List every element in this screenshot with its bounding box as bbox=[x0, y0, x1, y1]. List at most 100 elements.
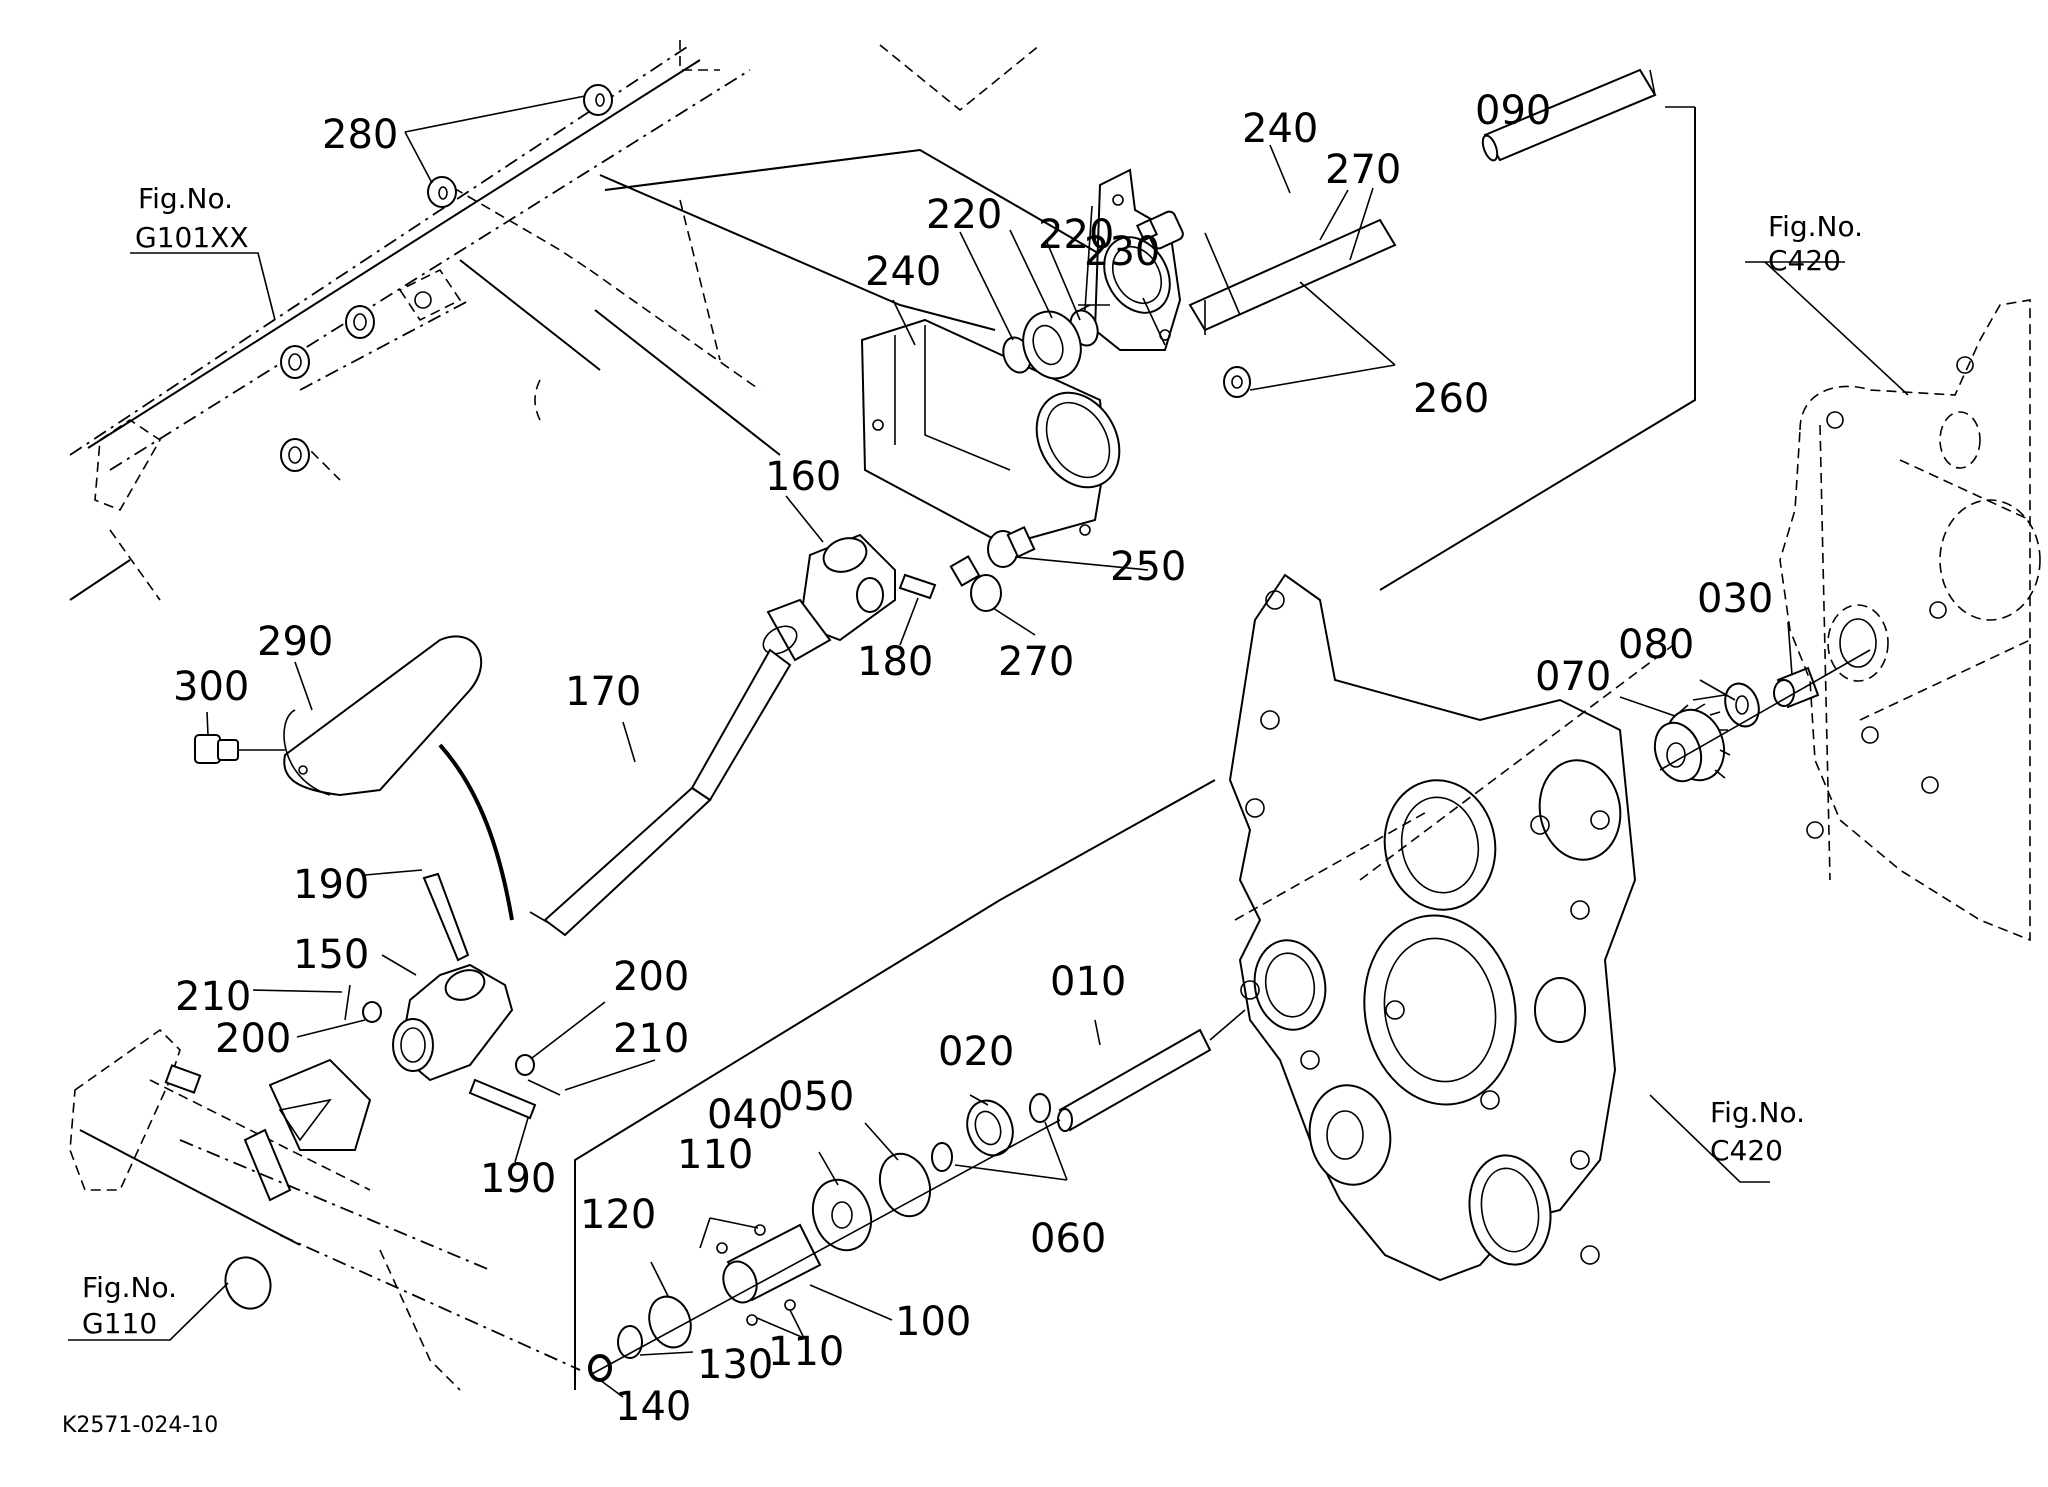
part-210-cotter-left bbox=[344, 984, 351, 1021]
callout-030[interactable]: 030 bbox=[1697, 576, 1773, 622]
fig-ref-c420-top-line2: C420 bbox=[1768, 244, 1841, 277]
callout-220-left[interactable]: 220 bbox=[926, 192, 1002, 238]
part-010-shaft bbox=[1057, 1009, 1246, 1132]
fig-ref-g101xx-line1: Fig.No. bbox=[138, 182, 233, 215]
callout-190-upper[interactable]: 190 bbox=[293, 862, 369, 908]
callout-210-left[interactable]: 210 bbox=[175, 974, 251, 1020]
callout-150[interactable]: 150 bbox=[293, 932, 369, 978]
callout-200-right[interactable]: 200 bbox=[613, 954, 689, 1000]
assembly-box bbox=[574, 106, 1696, 1390]
fig-ref-g110[interactable]: Fig.No. G110 bbox=[82, 1271, 177, 1340]
part-170-shaft bbox=[529, 648, 792, 937]
part-290-cover bbox=[283, 635, 483, 797]
fig-ref-g110-line1: Fig.No. bbox=[82, 1271, 177, 1304]
assembly-axis-lower bbox=[589, 1119, 1061, 1376]
leader-lines bbox=[206, 144, 1909, 1398]
part-250-bolt bbox=[987, 525, 1036, 568]
part-180-pin bbox=[898, 573, 937, 600]
part-080-washer-hole bbox=[1735, 695, 1749, 715]
part-060-ring-right bbox=[1029, 1093, 1051, 1123]
callout-270-lower[interactable]: 270 bbox=[998, 639, 1074, 685]
callout-220-right[interactable]: 220 bbox=[1038, 212, 1114, 258]
callout-160[interactable]: 160 bbox=[765, 454, 841, 500]
callout-270-upper[interactable]: 270 bbox=[1325, 147, 1401, 193]
callout-040[interactable]: 040 bbox=[707, 1092, 783, 1138]
leader-g101xx bbox=[130, 252, 276, 321]
fig-ref-c420-top-line1: Fig.No. bbox=[1768, 210, 1863, 243]
fig-ref-g101xx[interactable]: Fig.No. G101XX bbox=[135, 182, 249, 254]
part-100-sleeve bbox=[722, 1223, 822, 1304]
callout-260[interactable]: 260 bbox=[1413, 376, 1489, 422]
part-050-circlip bbox=[878, 1152, 932, 1218]
callout-140[interactable]: 140 bbox=[615, 1384, 691, 1430]
callout-120[interactable]: 120 bbox=[580, 1192, 656, 1238]
fig-ref-c420-bottom[interactable]: Fig.No. C420 bbox=[1710, 1096, 1805, 1167]
callout-100[interactable]: 100 bbox=[895, 1299, 971, 1345]
callout-labels: 280 240 270 090 230 220 220 240 260 160 … bbox=[173, 88, 1773, 1430]
callout-290[interactable]: 290 bbox=[257, 619, 333, 665]
part-300-nipple bbox=[194, 734, 285, 764]
callout-050[interactable]: 050 bbox=[778, 1074, 854, 1120]
callout-180[interactable]: 180 bbox=[857, 639, 933, 685]
callout-170[interactable]: 170 bbox=[565, 669, 641, 715]
callout-110-upper[interactable]: 110 bbox=[677, 1132, 753, 1178]
part-240-upper-plate bbox=[1093, 168, 1182, 351]
part-060-ring-left bbox=[931, 1142, 953, 1172]
callout-060[interactable]: 060 bbox=[1030, 1216, 1106, 1262]
frame-nuts bbox=[280, 305, 375, 472]
callout-250[interactable]: 250 bbox=[1110, 544, 1186, 590]
part-080-washer bbox=[1724, 682, 1760, 728]
part-270-bolt-upper bbox=[1135, 210, 1184, 250]
part-230-bearing bbox=[1022, 310, 1082, 380]
part-200-washer-left bbox=[362, 1001, 382, 1023]
part-160-universal-joint bbox=[762, 533, 896, 662]
fig-ref-g110-line2: G110 bbox=[82, 1307, 157, 1340]
arrow-cover-path bbox=[438, 743, 514, 921]
callout-010[interactable]: 010 bbox=[1050, 959, 1126, 1005]
fig-ref-c420-top[interactable]: Fig.No. C420 bbox=[1768, 210, 1863, 277]
part-240-lower-bracket bbox=[860, 318, 1121, 547]
callout-110-lower[interactable]: 110 bbox=[768, 1329, 844, 1375]
callout-230[interactable]: 230 bbox=[1084, 229, 1160, 275]
part-090-shaft bbox=[1188, 68, 1657, 335]
callout-090[interactable]: 090 bbox=[1475, 88, 1551, 134]
part-040-washer bbox=[811, 1178, 873, 1252]
fig-ref-c420-bottom-line1: Fig.No. bbox=[1710, 1096, 1805, 1129]
callout-130[interactable]: 130 bbox=[697, 1342, 773, 1388]
callout-020[interactable]: 020 bbox=[938, 1029, 1014, 1075]
case-c420-rear bbox=[1779, 299, 2041, 942]
part-190-pin-upper bbox=[422, 872, 470, 962]
leader-g110 bbox=[68, 1282, 229, 1341]
assembly-axis-upper bbox=[1659, 649, 1871, 771]
part-260-nut bbox=[1223, 366, 1251, 398]
callout-200-left[interactable]: 200 bbox=[215, 1016, 291, 1062]
callout-080[interactable]: 080 bbox=[1618, 622, 1694, 668]
part-070-gear bbox=[1653, 703, 1731, 783]
part-150-yoke bbox=[392, 963, 514, 1082]
chassis-frame-g101xx bbox=[69, 40, 1041, 601]
part-200-washer-right bbox=[515, 1054, 535, 1076]
housing-g110 bbox=[69, 1028, 581, 1391]
fig-ref-c420-bottom-line2: C420 bbox=[1710, 1134, 1783, 1167]
part-140-o-ring bbox=[588, 1354, 612, 1382]
part-280-nuts bbox=[404, 84, 613, 208]
part-120-collar bbox=[648, 1295, 692, 1349]
callout-240-upper[interactable]: 240 bbox=[1242, 106, 1318, 152]
drawing-code: K2571-024-10 bbox=[62, 1413, 218, 1438]
callout-240-lower[interactable]: 240 bbox=[865, 249, 941, 295]
fig-ref-g101xx-line2: G101XX bbox=[135, 221, 249, 254]
case-c420-front bbox=[1228, 573, 1681, 1282]
callout-210-right[interactable]: 210 bbox=[613, 1016, 689, 1062]
part-020-bearing-inner bbox=[974, 1110, 1002, 1146]
part-270-bolt-lower bbox=[949, 555, 1002, 612]
callout-300[interactable]: 300 bbox=[173, 664, 249, 710]
part-190-pin-lower bbox=[468, 1078, 537, 1120]
part-020-bearing bbox=[966, 1099, 1014, 1157]
callout-190-lower[interactable]: 190 bbox=[480, 1156, 556, 1202]
part-210-cotter-right bbox=[527, 1079, 561, 1096]
bracket-outline bbox=[599, 148, 1111, 331]
part-040-washer-hole bbox=[831, 1201, 853, 1229]
callout-280[interactable]: 280 bbox=[322, 112, 398, 158]
callout-070[interactable]: 070 bbox=[1535, 654, 1611, 700]
